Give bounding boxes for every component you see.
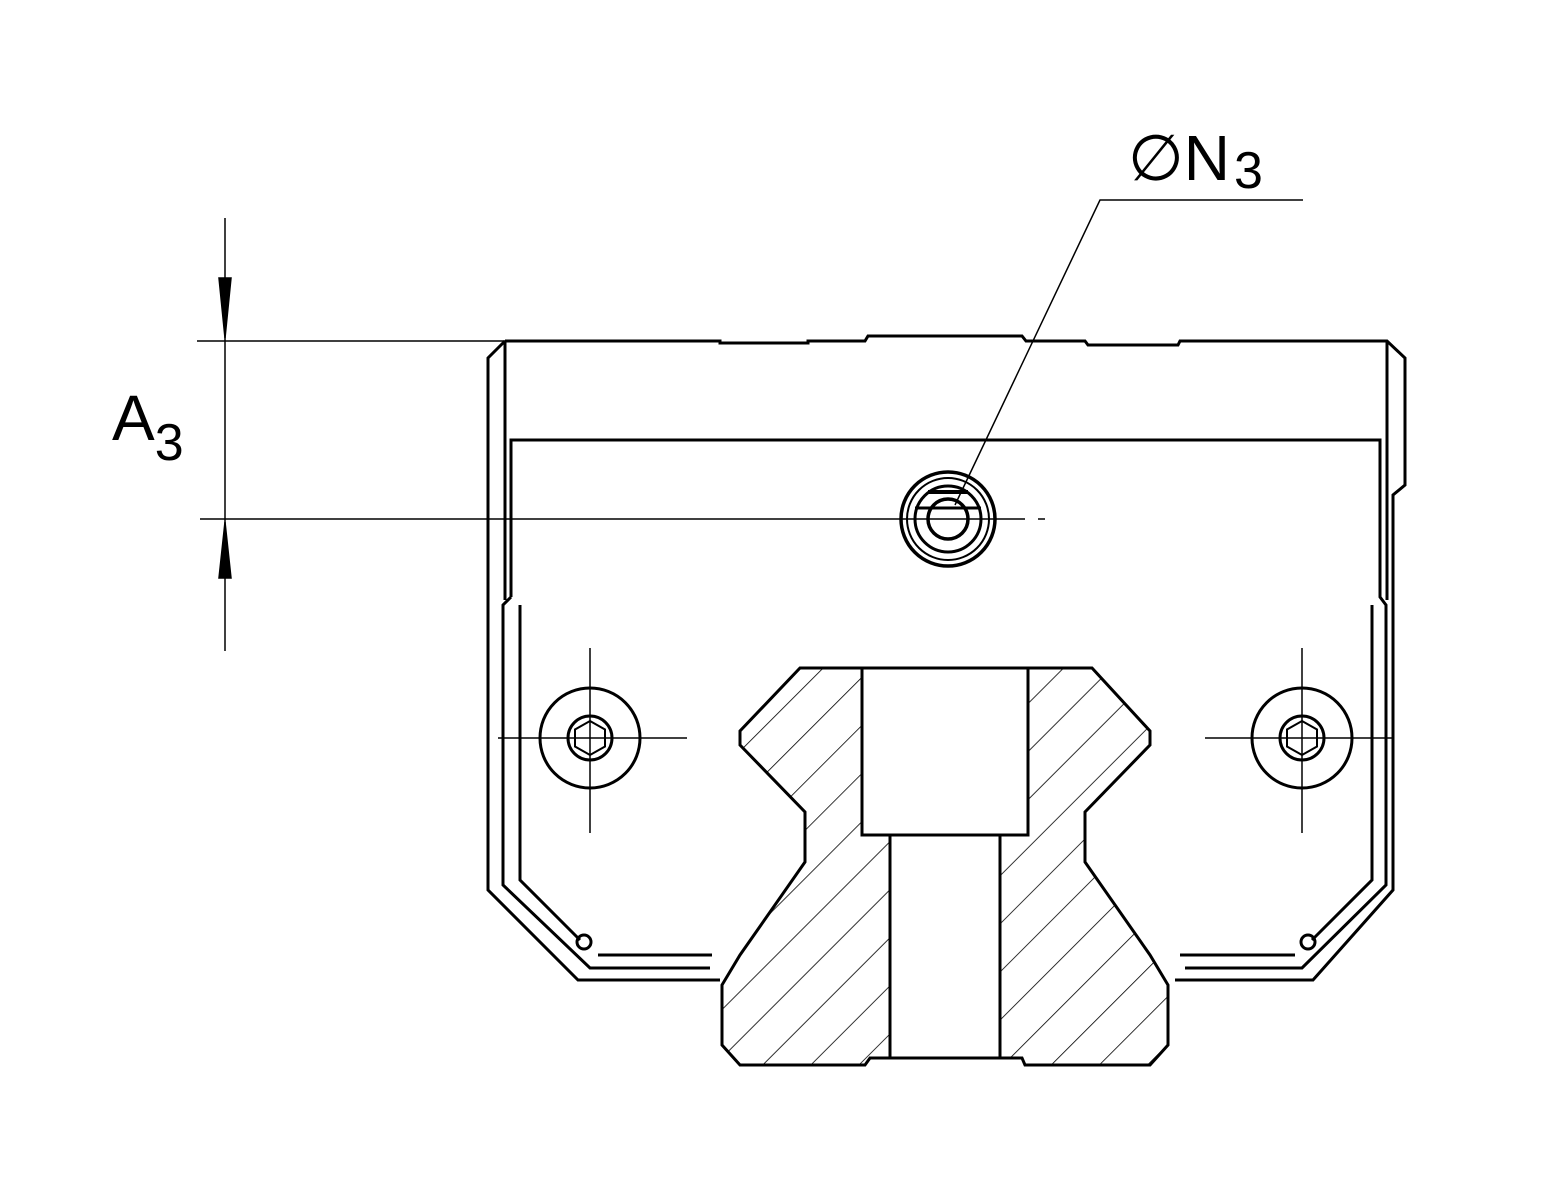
arrow-down-icon [218,277,232,339]
seal-notch-left [575,933,593,951]
carriage-outline [486,334,1407,982]
seal-notch-right [1299,933,1317,951]
label-n3: ∅N3 [1128,122,1263,200]
screw-right [1205,648,1392,833]
rail-through-hole [888,833,1002,1060]
arrow-up-icon [218,521,232,579]
leader-n3 [954,199,1303,506]
screw-left [498,648,687,833]
inner-seal-line [518,605,1374,957]
rail-counterbore [860,666,1030,837]
dimension-a3 [197,218,1045,651]
label-a3: A3 [112,382,184,472]
end-seal-outline [501,438,1388,970]
